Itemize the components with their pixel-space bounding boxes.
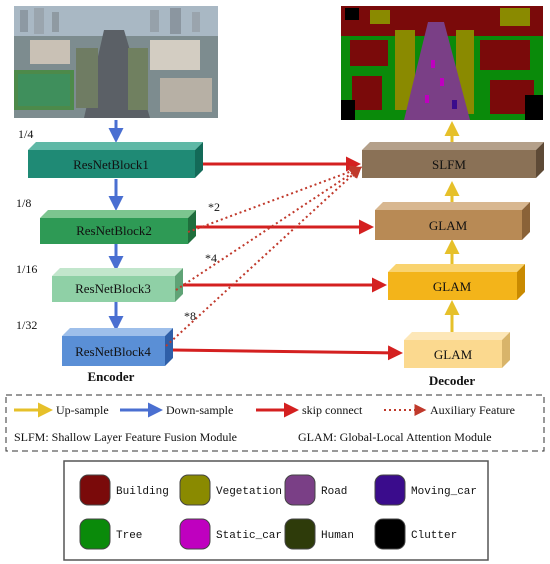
legend-glam-description: GLAM: Global-Local Attention Module xyxy=(298,430,492,444)
decoder-block-face xyxy=(404,340,502,368)
class-swatch-moving-car xyxy=(374,474,406,506)
scale-label: 1/8 xyxy=(16,196,31,210)
decoder-block: GLAM xyxy=(388,264,525,300)
skip-connection-arrow xyxy=(172,345,403,361)
encoder-block-face xyxy=(28,150,195,178)
class-swatch-static-car xyxy=(179,518,211,550)
scale-label: 1/16 xyxy=(16,262,37,276)
class-swatch-clutter xyxy=(374,518,406,550)
arrow-legend-box xyxy=(5,394,545,452)
decoder-block: GLAM xyxy=(404,332,510,368)
encoder-block-label: ResNetBlock2 xyxy=(76,223,152,238)
decoder-title: Decoder xyxy=(429,373,475,388)
decoder-block: GLAM xyxy=(375,202,530,240)
encoder-block-face xyxy=(52,276,175,302)
decoder-block-label: SLFM xyxy=(432,157,466,172)
class-label: Moving_car xyxy=(411,486,477,498)
class-swatch-tree xyxy=(79,518,111,550)
encoder-block-label: ResNetBlock4 xyxy=(75,344,151,359)
input-aerial-image xyxy=(14,6,218,118)
class-label: Vegetation xyxy=(216,486,282,498)
legend-aux-label: Auxiliary Feature xyxy=(430,403,515,417)
scale-label: 1/4 xyxy=(18,127,33,141)
class-label: Static_car xyxy=(216,530,282,542)
class-label: Clutter xyxy=(411,530,457,542)
class-label: Building xyxy=(116,486,169,498)
encoder-block: ResNetBlock3 xyxy=(52,268,183,302)
auxiliary-feature-arrow xyxy=(187,165,363,233)
decoder-block-face xyxy=(362,150,536,178)
decoder-block: SLFM xyxy=(362,142,544,178)
aux-scale-label: *4 xyxy=(205,251,217,265)
class-legend-box xyxy=(63,460,489,561)
decoder-block-label: GLAM xyxy=(433,279,472,294)
legend-downsample-label: Down-sample xyxy=(166,403,233,417)
aux-scale-label: *8 xyxy=(184,309,196,323)
aux-scale-label: *2 xyxy=(208,200,220,214)
encoder-block-face xyxy=(62,336,165,366)
class-label: Road xyxy=(321,486,347,498)
encoder-block-label: ResNetBlock3 xyxy=(75,281,151,296)
decoder-block-face xyxy=(388,272,517,300)
legend-slfm-description: SLFM: Shallow Layer Feature Fusion Modul… xyxy=(14,430,237,444)
decoder-block-face xyxy=(375,210,522,240)
legend-upsample-label: Up-sample xyxy=(56,403,109,417)
class-label: Human xyxy=(321,530,354,542)
auxiliary-feature-arrow xyxy=(165,166,362,347)
class-swatch-road xyxy=(284,474,316,506)
encoder-block: ResNetBlock4 xyxy=(62,328,173,366)
class-label: Tree xyxy=(116,530,142,542)
encoder-block: ResNetBlock2 xyxy=(40,210,196,244)
legend-skip-label: skip connect xyxy=(302,403,363,417)
output-segmentation-map xyxy=(341,6,543,120)
encoder-block-label: ResNetBlock1 xyxy=(73,157,149,172)
class-swatch-vegetation xyxy=(179,474,211,506)
auxiliary-feature-arrow xyxy=(175,166,363,291)
scale-label: 1/32 xyxy=(16,318,37,332)
encoder-block-face xyxy=(40,218,188,244)
encoder-block: ResNetBlock1 xyxy=(28,142,203,178)
decoder-block-label: GLAM xyxy=(434,347,473,362)
decoder-block-label: GLAM xyxy=(429,218,468,233)
class-swatch-human xyxy=(284,518,316,550)
encoder-title: Encoder xyxy=(88,369,135,384)
class-swatch-building xyxy=(79,474,111,506)
